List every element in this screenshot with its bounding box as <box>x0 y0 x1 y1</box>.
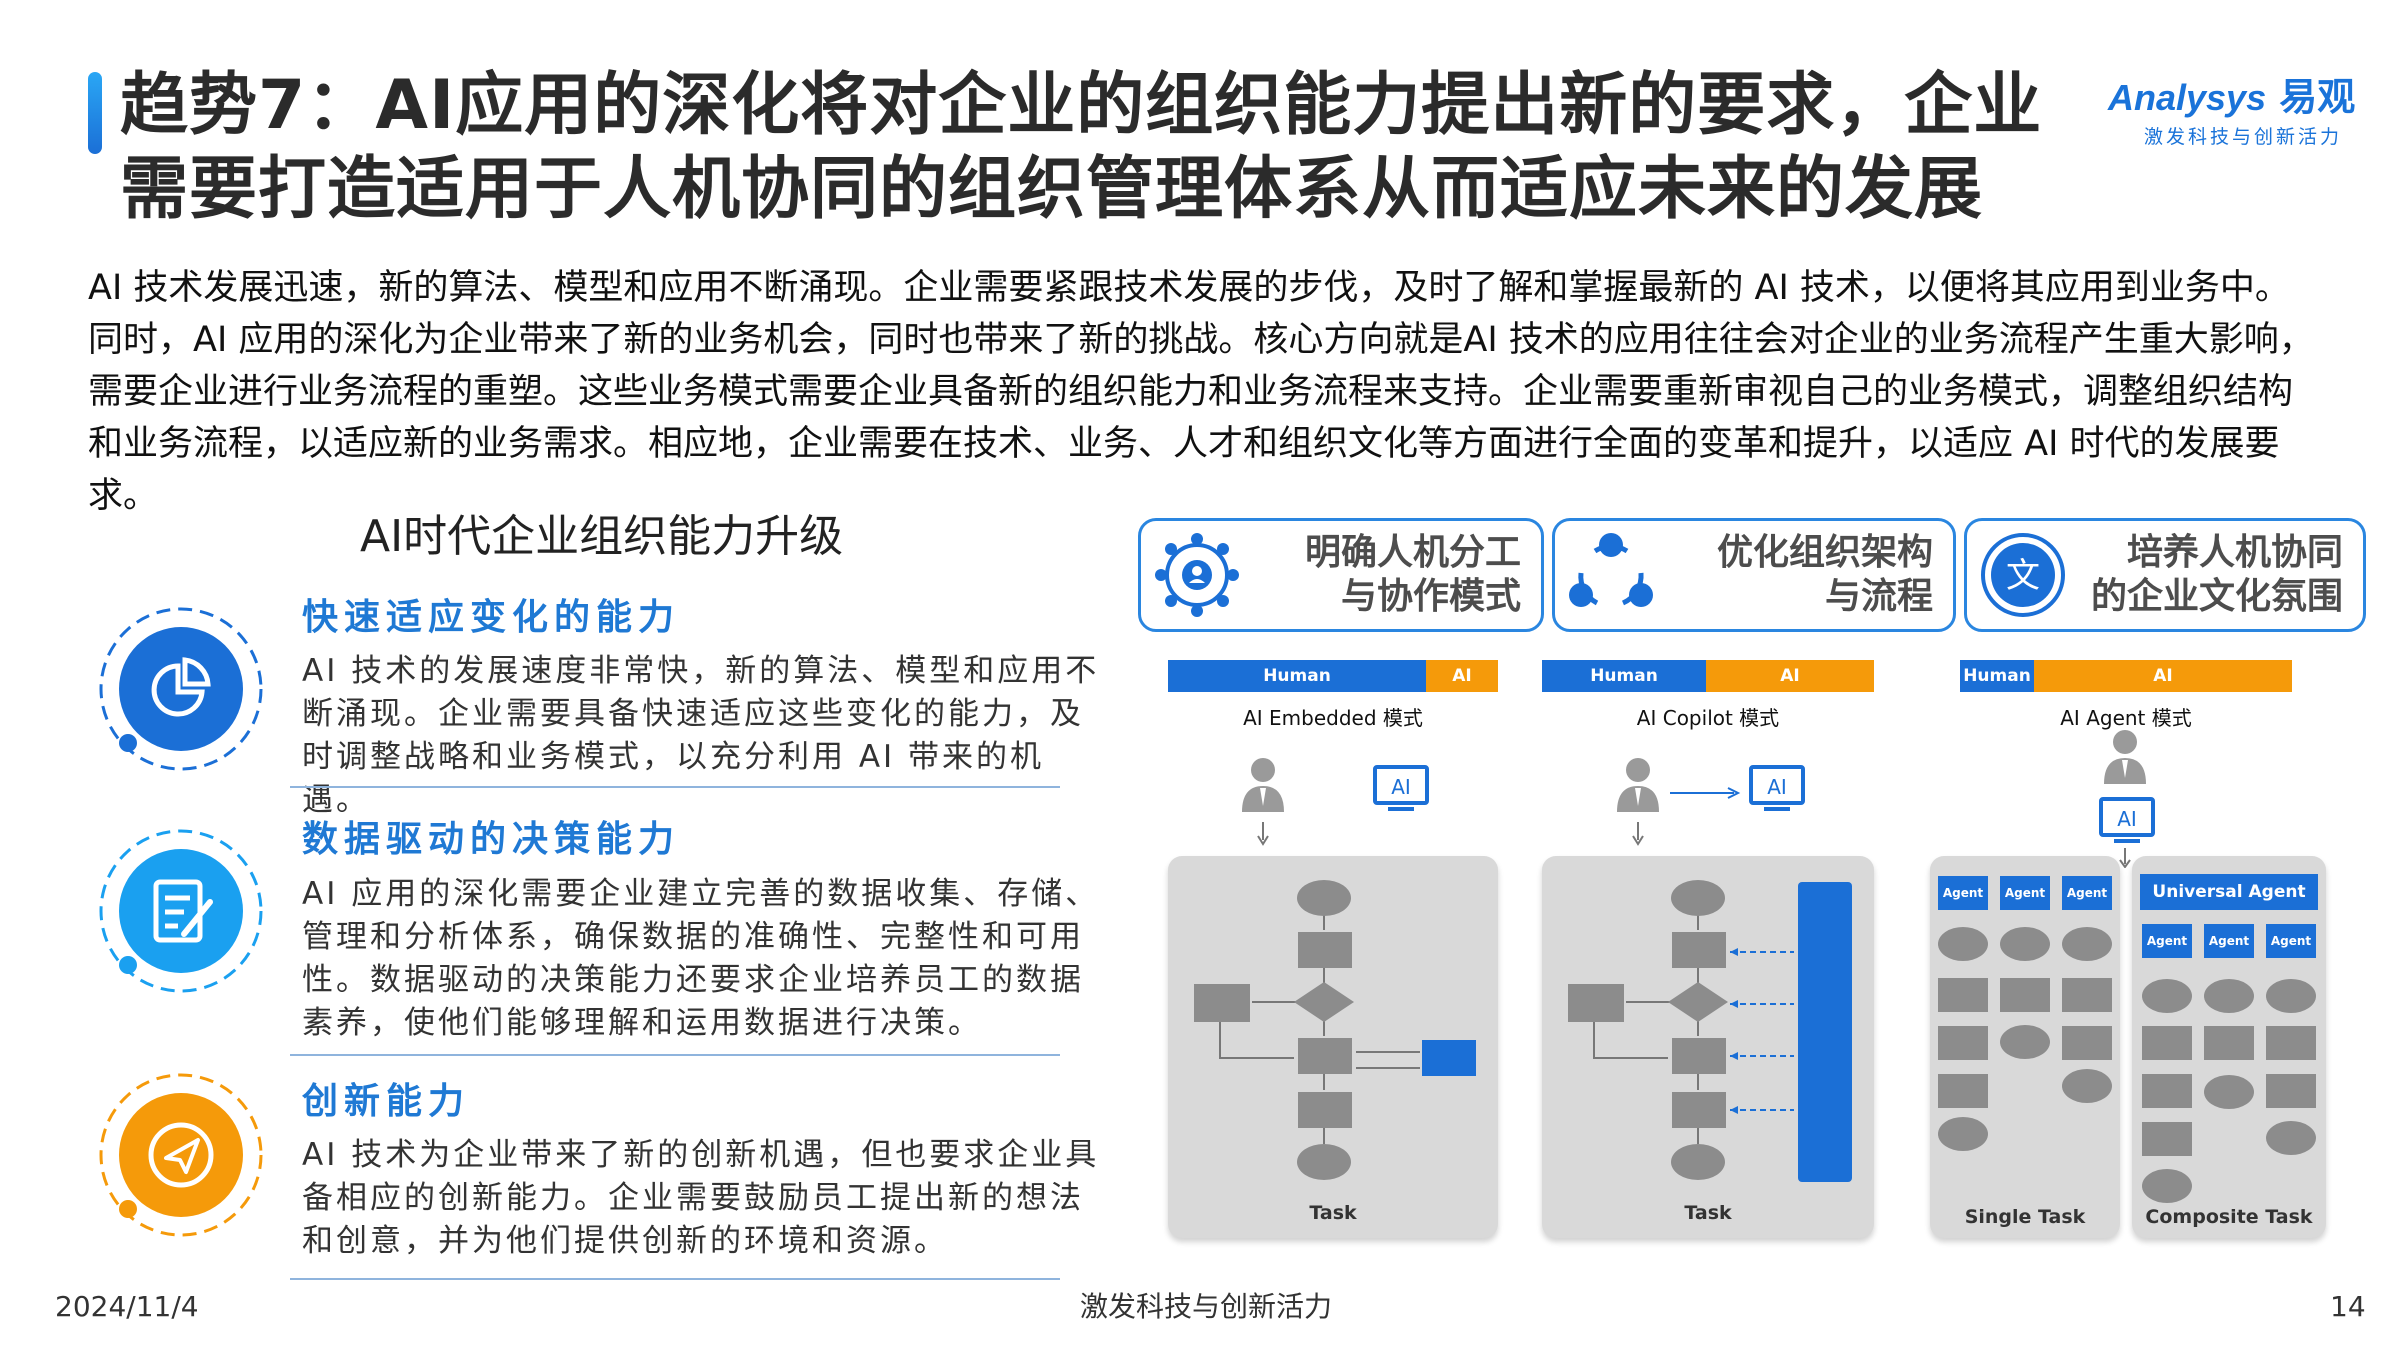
person-icon <box>1617 758 1659 846</box>
header-line: 培养人机协同 <box>2126 532 2343 573</box>
agent-box: Agent <box>2270 934 2312 948</box>
logo-tagline: 激发科技与创新活力 <box>2144 126 2343 148</box>
task-label: Composite Task <box>2145 1206 2313 1228</box>
agent-box: Agent <box>2066 886 2108 900</box>
footer-date: 2024/11/4 <box>55 1290 199 1323</box>
header-text: 明确人机分工 与协作模式 <box>1305 531 1521 619</box>
capability-body: AI 应用的深化需要企业建立完善的数据收集、存储、 管理和分析体系，确保数据的准… <box>302 873 1102 1045</box>
task-label: Single Task <box>1964 1206 2086 1228</box>
org-cycle-icon <box>1569 533 1653 607</box>
network-people-icon <box>1155 533 1239 617</box>
page-title-line2: 需要打造适用于人机协同的组织管理体系从而适应未来的发展 <box>120 150 1984 229</box>
universal-agent-box: Universal Agent <box>2152 882 2306 902</box>
agent-box: Agent <box>1942 886 1984 900</box>
task-label: Task <box>1684 1202 1732 1224</box>
capability-line: AI 技术为企业带来了新的创新机遇，但也要求企业具 <box>302 1137 1100 1173</box>
capability-line: 素养，使他们能够理解和运用数据进行决策。 <box>302 1005 982 1041</box>
mode-label: AI Embedded 模式 <box>1243 706 1423 730</box>
footer-tagline: 激发科技与创新活力 <box>1080 1290 1333 1323</box>
embedded-flow-panel: Task <box>1168 856 1498 1238</box>
ai-bar: AI <box>1426 660 1498 692</box>
divider <box>290 1278 1060 1280</box>
agent-box: Agent <box>2208 934 2250 948</box>
intro-line: 需要企业进行业务流程的重塑。这些业务模式需要企业具备新的组织能力和业务流程来支持… <box>88 372 2294 412</box>
header-line: 明确人机分工 <box>1304 532 1521 573</box>
svg-text:文: 文 <box>2006 556 2040 596</box>
ai-monitor-icon: AI <box>1373 765 1429 811</box>
header-text: 优化组织架构 与流程 <box>1717 531 1933 619</box>
capability-title: 快速适应变化的能力 <box>302 597 681 638</box>
person-icon <box>2104 730 2146 784</box>
header-box-culture: 文 培养人机协同 的企业文化氛围 <box>1964 518 2366 632</box>
header-box-org-structure: 优化组织架构 与流程 <box>1552 518 1956 632</box>
header-line: 的企业文化氛围 <box>2090 576 2343 617</box>
human-bar: Human <box>1168 660 1426 692</box>
capability-body: AI 技术为企业带来了新的创新机遇，但也要求企业具 备相应的创新能力。企业需要鼓… <box>302 1134 1102 1263</box>
ai-monitor-label: AI <box>1391 775 1411 799</box>
page-title-line1: 趋势7：AI应用的深化将对企业的组织能力提出新的要求，企业 <box>120 66 2043 145</box>
header-box-role-division: 明确人机分工 与协作模式 <box>1138 518 1544 632</box>
header-line: 与流程 <box>1824 576 1933 617</box>
capability-line: 管理和分析体系，确保数据的准确性、完整性和可用 <box>302 919 1084 955</box>
ai-monitor-label: AI <box>1767 775 1787 799</box>
capability-line: 和创意，并为他们提供创新的环境和资源。 <box>302 1223 948 1259</box>
logo-cn: 易观 <box>2279 75 2356 119</box>
arrow-right-icon <box>1670 787 1741 799</box>
header-line: 优化组织架构 <box>1716 532 1933 573</box>
copilot-flow-panel: Task <box>1542 856 1874 1238</box>
capability-title: 数据驱动的决策能力 <box>302 819 681 860</box>
intro-paragraph: AI 技术发展迅速，新的算法、模型和应用不断涌现。企业需要紧跟技术发展的步伐，及… <box>88 262 2328 522</box>
intro-line: AI 技术发展迅速，新的算法、模型和应用不断涌现。企业需要紧跟技术发展的步伐，及… <box>88 268 2290 308</box>
document-edit-icon <box>99 829 263 993</box>
ai-monitor-icon: AI <box>2099 797 2155 843</box>
title-accent-bar <box>88 72 102 154</box>
agent-box: Agent <box>2146 934 2188 948</box>
capability-line: 时调整战略和业务模式，以充分利用 AI 带来的机遇。 <box>302 739 1045 818</box>
culture-text-icon: 文 <box>1981 533 2065 617</box>
capability-line: 备相应的创新能力。企业需要鼓励员工提出新的想法 <box>302 1180 1084 1216</box>
page-number: 14 <box>2330 1290 2366 1323</box>
capability-line: 性。数据驱动的决策能力还要求企业培养员工的数据 <box>302 962 1084 998</box>
divider <box>290 786 1060 788</box>
pie-chart-icon <box>99 607 263 771</box>
ai-bar: AI <box>2034 660 2292 692</box>
human-bar: Human <box>1542 660 1706 692</box>
paper-plane-icon <box>99 1073 263 1237</box>
arrow-down-icon <box>2119 848 2131 868</box>
capability-body: AI 技术的发展速度非常快，新的算法、模型和应用不 断涌现。企业需要具备快速适应… <box>302 650 1102 822</box>
left-panel-heading: AI时代企业组织能力升级 <box>360 511 844 562</box>
mode-label: AI Agent 模式 <box>2060 706 2192 730</box>
composite-task-panel: Universal Agent Agent Agent Agent Compos… <box>2132 856 2326 1238</box>
analysys-logo: Analysys 易观 激发科技与创新活力 <box>2108 66 2368 156</box>
human-bar: Human <box>1960 660 2034 692</box>
ai-monitor-icon: AI <box>1749 765 1805 811</box>
person-icon <box>1242 758 1284 846</box>
capability-line: 断涌现。企业需要具备快速适应这些变化的能力，及 <box>302 696 1084 732</box>
capability-line: AI 应用的深化需要企业建立完善的数据收集、存储、 <box>302 876 1100 912</box>
logo-word: Analysys <box>2108 77 2267 118</box>
intro-line: 和业务流程，以适应新的业务需求。相应地，企业需要在技术、业务、人才和组织文化等方… <box>88 424 2280 464</box>
ai-bar: AI <box>1706 660 1874 692</box>
header-line: 与协作模式 <box>1340 576 1521 617</box>
divider <box>290 1054 1060 1056</box>
header-text: 培养人机协同 的企业文化氛围 <box>2091 531 2343 619</box>
intro-line: 同时，AI 应用的深化为企业带来了新的业务机会，同时也带来了新的挑战。核心方向就… <box>88 320 2314 360</box>
intro-line: 求。 <box>88 476 159 516</box>
mode-label: AI Copilot 模式 <box>1636 706 1780 730</box>
capability-title: 创新能力 <box>302 1081 471 1122</box>
task-label: Task <box>1309 1202 1357 1224</box>
ai-monitor-label: AI <box>2117 807 2137 831</box>
agent-box: Agent <box>2004 886 2046 900</box>
capability-line: AI 技术的发展速度非常快，新的算法、模型和应用不 <box>302 653 1100 689</box>
single-task-panel: Agent Agent Agent Single Task <box>1930 856 2120 1238</box>
